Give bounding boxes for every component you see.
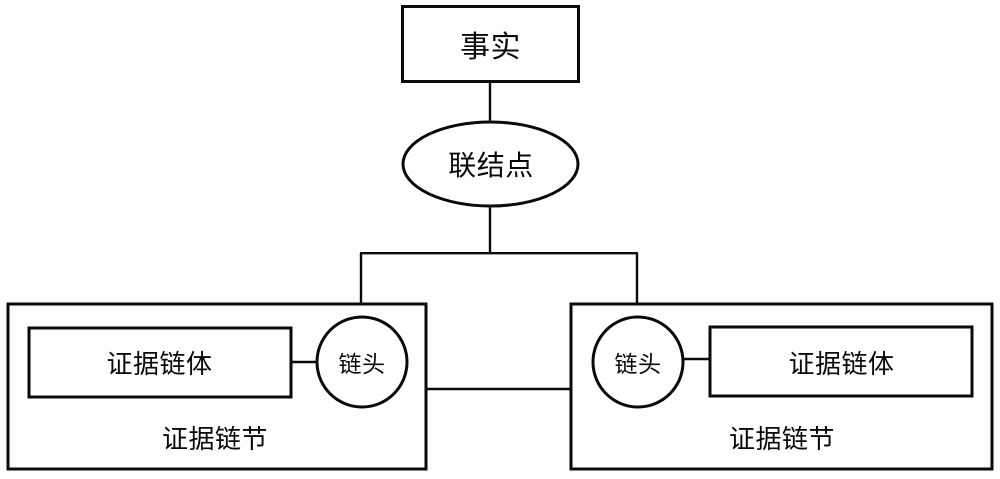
fact-box-shape[interactable] [401,5,580,83]
chain-body-left-box-shape[interactable] [27,326,293,399]
chain-body-right-box-shape[interactable] [708,325,974,398]
chain-head-right-circle-shape[interactable] [591,315,685,409]
chain-head-left-circle-shape[interactable] [315,315,409,409]
joint-ellipse-shape[interactable] [401,120,580,208]
